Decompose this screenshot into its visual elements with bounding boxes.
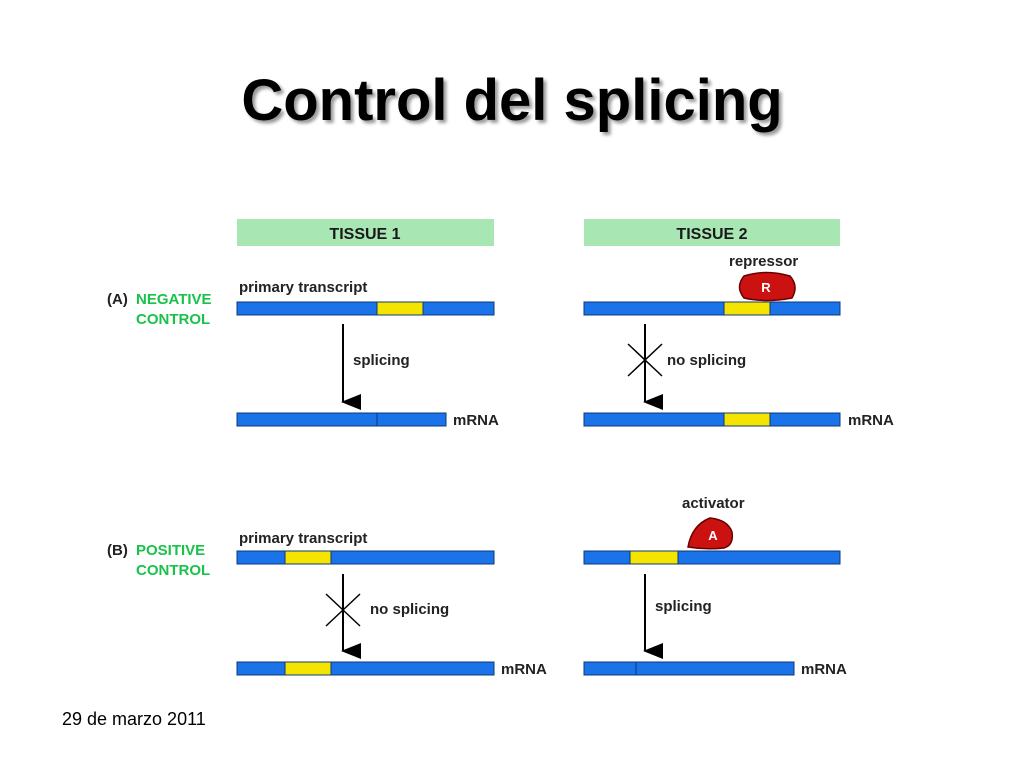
b1-mrna-label: mRNA	[501, 661, 547, 678]
b1-no-splicing-label: no splicing	[370, 601, 449, 618]
b2-mrna	[583, 661, 795, 676]
b2-mrna-label: mRNA	[801, 661, 847, 678]
row-b-label: (B) POSITIVE CONTROL	[107, 542, 210, 579]
b2-primary-transcript	[583, 550, 841, 565]
b2-splicing-label: splicing	[655, 598, 712, 615]
b1-mrna	[236, 661, 495, 676]
tissue1-header: TISSUE 1	[237, 219, 494, 246]
tissue2-label: TISSUE 2	[676, 226, 747, 243]
a2-mrna	[583, 412, 841, 427]
activator-protein: A	[687, 517, 734, 550]
activator-label: activator	[682, 495, 745, 512]
row-a-line2: CONTROL	[136, 311, 210, 328]
a1-mrna	[236, 412, 447, 427]
b1-block-cross	[325, 593, 361, 627]
row-a-label: (A) NEGATIVE CONTROL	[107, 291, 212, 328]
a2-block-cross	[627, 343, 663, 377]
footer-date: 29 de marzo 2011	[62, 709, 206, 729]
row-b-letter: (B)	[107, 542, 128, 559]
repressor-letter: R	[761, 280, 771, 295]
repressor-label: repressor	[729, 253, 798, 270]
a2-mrna-label: mRNA	[848, 412, 894, 429]
tissue2-header: TISSUE 2	[584, 219, 840, 246]
a1-primary-transcript-label: primary transcript	[239, 279, 367, 296]
a2-primary-transcript	[583, 301, 841, 316]
a1-primary-transcript	[236, 301, 495, 316]
row-b-line2: CONTROL	[136, 562, 210, 579]
tissue1-label: TISSUE 1	[329, 226, 400, 243]
slide-title: Control del splicing	[241, 68, 783, 133]
row-a-letter: (A)	[107, 291, 128, 308]
a1-mrna-label: mRNA	[453, 412, 499, 429]
a2-no-splicing-label: no splicing	[667, 352, 746, 369]
b1-primary-transcript-label: primary transcript	[239, 530, 367, 547]
activator-letter: A	[708, 528, 718, 543]
a1-splicing-label: splicing	[353, 352, 410, 369]
row-a-line1: NEGATIVE	[136, 291, 212, 308]
repressor-protein: R	[738, 271, 796, 302]
b1-primary-transcript	[236, 550, 495, 565]
row-b-line1: POSITIVE	[136, 542, 205, 559]
